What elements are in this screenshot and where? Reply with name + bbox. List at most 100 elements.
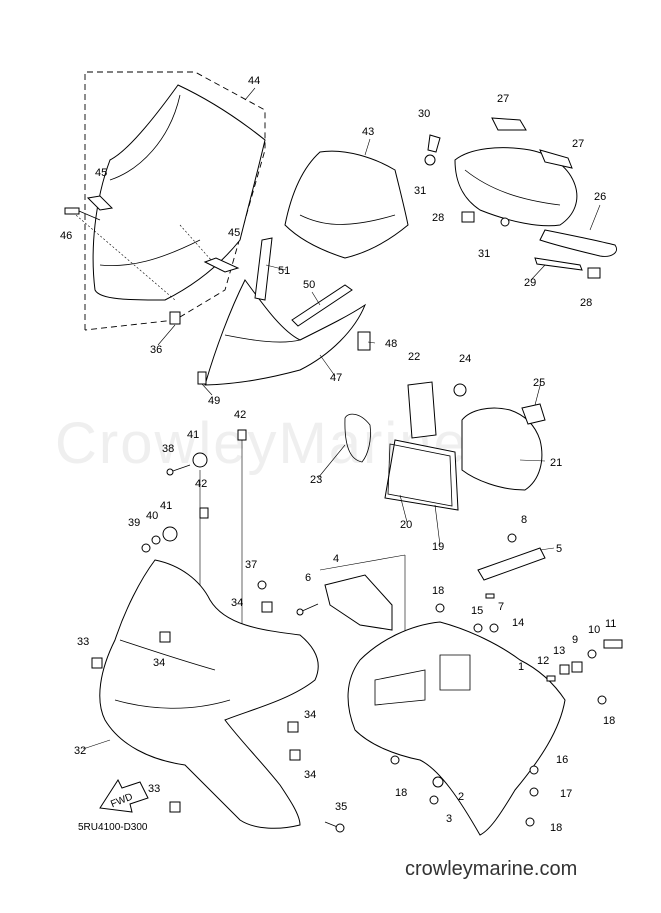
- bolt-6: [296, 603, 319, 616]
- callout-34a: 34: [231, 597, 243, 609]
- screw-42a: [237, 429, 247, 441]
- front-panel-32: [99, 559, 319, 829]
- callout-31a: 31: [414, 185, 426, 197]
- windshield-44: [69, 71, 266, 331]
- callout-45a: 45: [95, 167, 107, 179]
- trim-51: [254, 237, 273, 301]
- callout-27a: 27: [497, 93, 509, 105]
- callout-6: 6: [305, 572, 311, 584]
- leader-lines: [82, 87, 601, 750]
- callout-14: 14: [512, 617, 524, 629]
- callout-39: 39: [128, 517, 140, 529]
- grommet-41a: [192, 452, 208, 468]
- pad-11: [603, 639, 623, 649]
- screw-18c: [597, 695, 607, 705]
- callout-8: 8: [521, 514, 527, 526]
- knob-25: [521, 403, 546, 425]
- callout-2: 2: [458, 791, 464, 803]
- clip-36: [169, 311, 181, 325]
- screw-16: [529, 765, 539, 775]
- callout-25: 25: [533, 377, 545, 389]
- bracket-5: [477, 547, 546, 581]
- site-url[interactable]: crowleymarine.com: [405, 858, 578, 880]
- nut-28b: [587, 267, 601, 279]
- inner-panel-1: [347, 621, 566, 836]
- callout-28b: 28: [580, 297, 592, 309]
- grip-27a: [491, 117, 527, 131]
- callout-26: 26: [594, 191, 606, 203]
- grommet-41b: [162, 526, 178, 542]
- nut-34a: [159, 631, 171, 643]
- screw-31b: [500, 217, 510, 227]
- callout-45b: 45: [228, 227, 240, 239]
- callout-15: 15: [471, 605, 483, 617]
- clip-30: [427, 134, 441, 153]
- callout-19: 19: [432, 541, 444, 553]
- callout-27b: 27: [572, 138, 584, 150]
- screw-42b: [199, 507, 209, 519]
- grommet-2: [432, 776, 444, 788]
- tape-12: [546, 675, 556, 682]
- screw-37: [257, 580, 267, 590]
- bolt-17: [529, 787, 539, 797]
- nut-9: [571, 661, 583, 673]
- callout-50: 50: [303, 279, 315, 291]
- callout-12: 12: [537, 655, 549, 667]
- nut-34c: [287, 721, 299, 733]
- washer-39: [141, 543, 151, 553]
- callout-49: 49: [208, 395, 220, 407]
- callout-7: 7: [498, 601, 504, 613]
- callout-4: 4: [333, 553, 339, 565]
- callout-51: 51: [278, 265, 290, 277]
- nut-34b: [261, 601, 273, 613]
- lid-22: [407, 381, 437, 439]
- handlebar-cover-26: [454, 147, 617, 257]
- duct-4: [319, 554, 406, 640]
- callout-24: 24: [459, 353, 471, 365]
- trim-50: [291, 284, 353, 327]
- callout-13: 13: [553, 645, 565, 657]
- screw-14: [489, 623, 499, 633]
- callout-18b: 18: [603, 715, 615, 727]
- collar-3: [429, 795, 439, 805]
- callout-46: 46: [60, 230, 72, 242]
- callout-33b: 33: [148, 783, 160, 795]
- callout-22: 22: [408, 351, 420, 363]
- screw-49: [197, 371, 207, 385]
- screw-18b: [390, 755, 400, 765]
- bolt-35: [324, 821, 345, 833]
- nut-13: [559, 664, 570, 675]
- strip-29: [534, 257, 583, 271]
- screw-8: [507, 533, 517, 543]
- callout-5: 5: [556, 543, 562, 555]
- callout-23: 23: [310, 474, 322, 486]
- diagram-code: 5RU4100-D300: [78, 822, 148, 833]
- screw-18a: [435, 603, 445, 613]
- callout-32: 32: [74, 745, 86, 757]
- callout-28a: 28: [432, 212, 444, 224]
- callout-35: 35: [335, 801, 347, 813]
- callout-20: 20: [400, 519, 412, 531]
- callout-48: 48: [385, 338, 397, 350]
- callout-41a: 41: [187, 429, 199, 441]
- callout-labels: 1 2 3 4 5 6 7 8 9 10 11 12 13 14 15 16 1…: [60, 75, 616, 834]
- callout-17: 17: [560, 788, 572, 800]
- callout-40: 40: [146, 510, 158, 522]
- callout-3: 3: [446, 813, 452, 825]
- callout-47: 47: [330, 372, 342, 384]
- bolt-46: [64, 207, 101, 221]
- nut-28a: [461, 211, 475, 223]
- visor-43: [284, 150, 409, 259]
- nut-34d: [289, 749, 301, 761]
- screw-31a: [424, 154, 436, 166]
- callout-44: 44: [248, 75, 260, 87]
- bolt-38: [166, 464, 191, 476]
- screw-10: [587, 649, 597, 659]
- callout-41b: 41: [160, 500, 172, 512]
- pocket-21: [461, 407, 543, 491]
- collar-40: [151, 535, 161, 545]
- callout-42b: 42: [195, 478, 207, 490]
- seal-19: [387, 443, 453, 507]
- callout-21: 21: [550, 457, 562, 469]
